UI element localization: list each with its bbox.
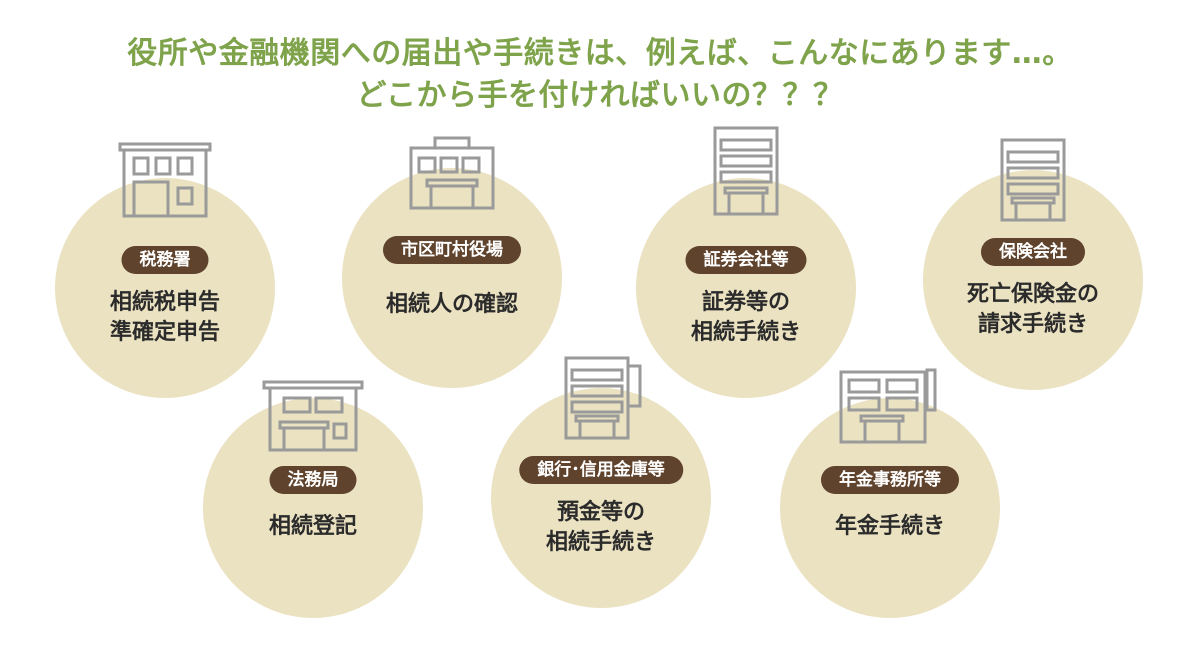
building-icon bbox=[409, 136, 495, 210]
building-icon bbox=[564, 356, 642, 440]
page-title-line-1: 役所や金融機関への届出や手続きは、例えば、こんなにあります…。 bbox=[127, 36, 1073, 71]
office-label: 証券会社等 bbox=[685, 246, 807, 274]
building-icon bbox=[1000, 138, 1066, 222]
office-node-pension: 年金事務所等 年金手続き bbox=[780, 368, 1000, 618]
office-circle bbox=[491, 388, 711, 608]
office-node-city-hall: 市区町村役場 相続人の確認 bbox=[342, 136, 562, 388]
building-icon bbox=[839, 368, 937, 444]
office-node-legal-bureau: 法務局 相続登記 bbox=[203, 380, 423, 618]
procedure-text: 相続税申告 準確定申告 bbox=[109, 290, 220, 345]
office-label: 銀行･信用金庫等 bbox=[519, 456, 683, 484]
office-circle bbox=[203, 398, 423, 618]
office-label: 法務局 bbox=[269, 466, 357, 494]
building-icon bbox=[713, 126, 779, 216]
procedure-text: 年金手続き bbox=[834, 514, 945, 539]
office-circle bbox=[923, 170, 1143, 390]
procedure-text: 相続登記 bbox=[268, 514, 357, 539]
page-title-line-2: どこから手を付ければいいの？？？ bbox=[356, 78, 844, 113]
procedure-text: 預金等の 相続手続き bbox=[545, 500, 656, 555]
office-circle bbox=[342, 168, 562, 388]
procedure-text: 証券等の 相続手続き bbox=[690, 290, 801, 345]
office-label: 税務署 bbox=[121, 246, 209, 274]
procedure-text: 死亡保険金の 請求手続き bbox=[966, 282, 1099, 337]
office-node-bank: 銀行･信用金庫等 預金等の 相続手続き bbox=[491, 356, 711, 608]
building-icon bbox=[262, 380, 364, 452]
procedure-text: 相続人の確認 bbox=[385, 292, 518, 317]
office-node-securities: 証券会社等 証券等の 相続手続き bbox=[636, 126, 856, 398]
office-label: 市区町村役場 bbox=[383, 236, 521, 264]
office-node-insurance: 保険会社 死亡保険金の 請求手続き bbox=[923, 138, 1143, 390]
office-circle bbox=[780, 398, 1000, 618]
building-icon bbox=[118, 142, 212, 218]
office-label: 保険会社 bbox=[981, 238, 1085, 266]
office-label: 年金事務所等 bbox=[821, 466, 959, 494]
office-node-tax: 税務署 相続税申告 準確定申告 bbox=[55, 142, 275, 398]
